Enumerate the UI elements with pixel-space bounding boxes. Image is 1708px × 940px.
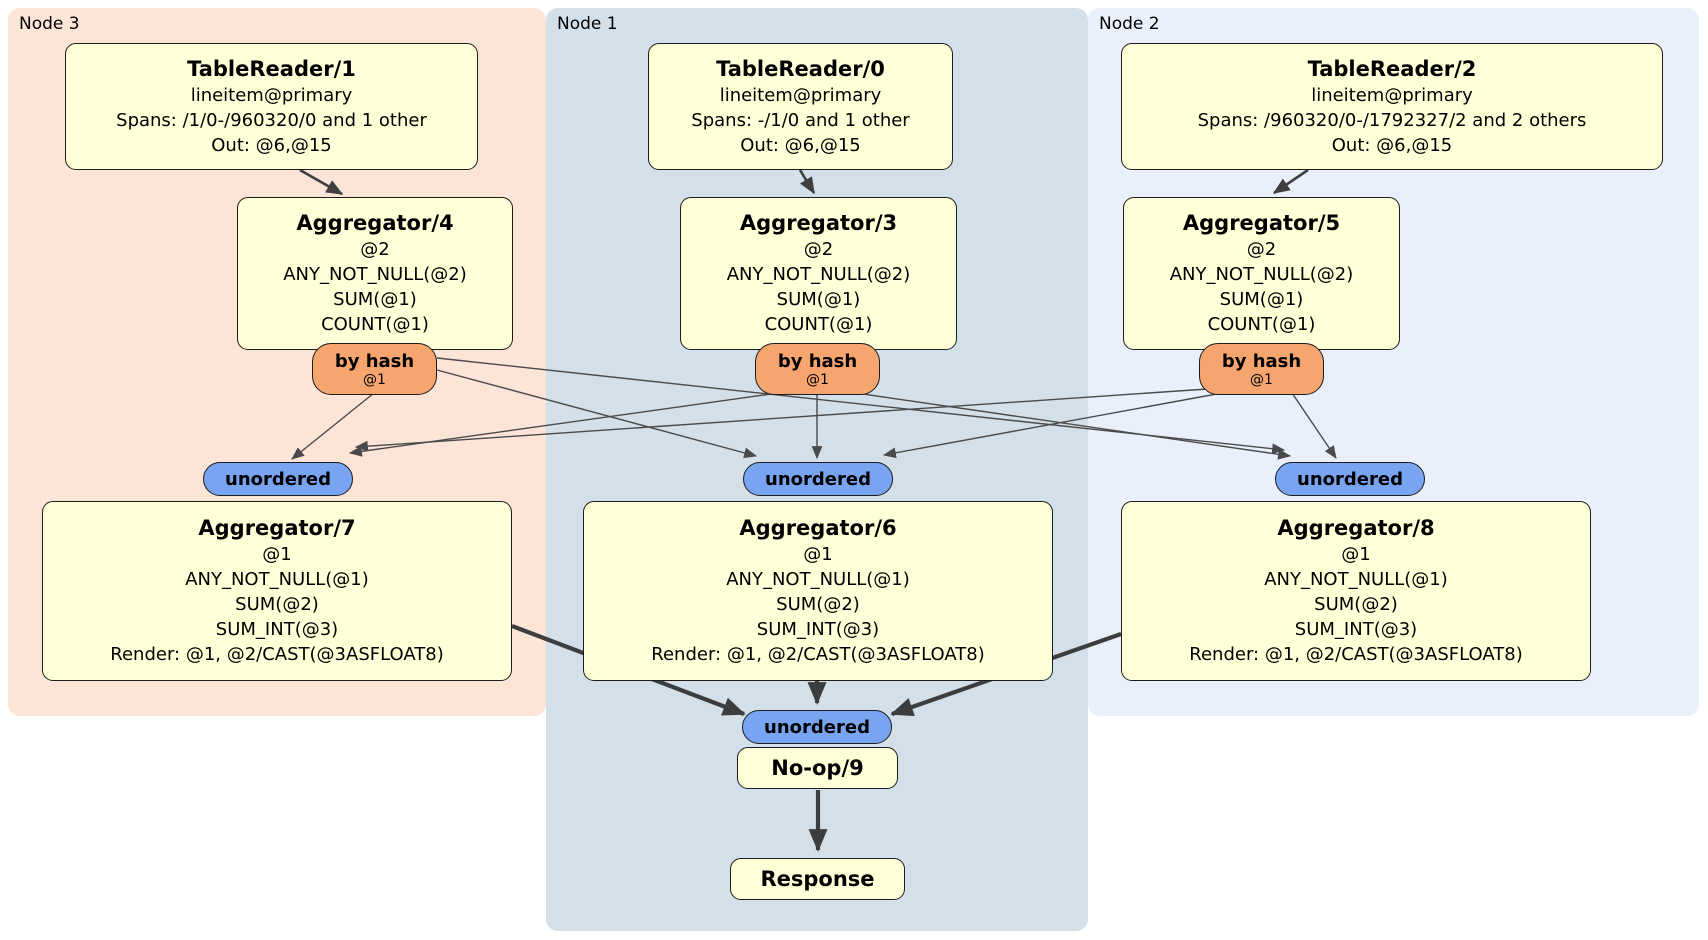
router-columns: @1 [1250, 371, 1273, 388]
processor-title: No-op/9 [771, 755, 864, 780]
processor-agg-fn: SUM(@2) [776, 594, 860, 615]
processor-title: TableReader/0 [716, 56, 885, 81]
processor-title: Aggregator/6 [739, 516, 897, 540]
processor-agg-fn: SUM(@2) [1314, 594, 1398, 615]
processor-agg-fn: ANY_NOT_NULL(@2) [1169, 264, 1354, 285]
processor-group-cols: @1 [262, 544, 292, 565]
sync-unordered-node1: unordered [743, 462, 893, 496]
processor-group-cols: @2 [803, 239, 834, 260]
processor-group-cols: @1 [803, 544, 833, 565]
router-label: by hash [777, 350, 858, 372]
processor-agg-fn: SUM(@1) [776, 289, 861, 310]
router-label: by hash [1221, 350, 1302, 372]
processor-spans: Spans: /960320/0-/1792327/2 and 2 others [1197, 109, 1587, 131]
processor-aggregator-7: Aggregator/7 @1 ANY_NOT_NULL(@1) SUM(@2)… [42, 501, 512, 681]
sync-unordered-final: unordered [742, 710, 892, 744]
processor-out: Out: @6,@15 [211, 134, 332, 156]
processor-agg-fn: COUNT(@1) [764, 314, 873, 335]
processor-agg-fn: ANY_NOT_NULL(@2) [726, 264, 911, 285]
region-label-node-3: Node 3 [19, 14, 80, 34]
processor-aggregator-4: Aggregator/4 @2 ANY_NOT_NULL(@2) SUM(@1)… [237, 197, 513, 350]
processor-spans: Spans: -/1/0 and 1 other [691, 109, 910, 131]
processor-spans: Spans: /1/0-/960320/0 and 1 other [116, 109, 427, 131]
processor-tablereader-1: TableReader/1 lineitem@primary Spans: /1… [65, 43, 478, 170]
processor-agg-fn: ANY_NOT_NULL(@1) [1264, 569, 1448, 590]
processor-agg-fn: COUNT(@1) [1207, 314, 1316, 335]
processor-agg-fn: ANY_NOT_NULL(@1) [726, 569, 910, 590]
processor-render: Render: @1, @2/CAST(@3ASFLOAT8) [651, 644, 985, 665]
edges-tablereader-to-aggregator [299, 168, 1309, 196]
router-by-hash-node2: by hash @1 [1199, 343, 1324, 395]
router-label: by hash [334, 350, 415, 372]
processor-agg-fn: SUM(@1) [333, 289, 417, 310]
sync-label: unordered [765, 468, 871, 490]
router-by-hash-node3: by hash @1 [312, 343, 437, 395]
processor-agg-fn: ANY_NOT_NULL(@2) [283, 264, 467, 285]
processor-tablereader-2: TableReader/2 lineitem@primary Spans: /9… [1121, 43, 1663, 170]
router-columns: @1 [363, 371, 386, 388]
processor-render: Render: @1, @2/CAST(@3ASFLOAT8) [1189, 644, 1523, 665]
processor-render: Render: @1, @2/CAST(@3ASFLOAT8) [110, 644, 444, 665]
processor-agg-fn: COUNT(@1) [321, 314, 429, 335]
router-by-hash-node1: by hash @1 [755, 343, 880, 395]
processor-title: Aggregator/4 [296, 211, 454, 235]
processor-agg-fn: SUM(@2) [235, 594, 319, 615]
processor-agg-fn: SUM_INT(@3) [1294, 619, 1418, 640]
processor-agg-fn: SUM(@1) [1219, 289, 1304, 310]
processor-response: Response [730, 858, 905, 900]
processor-aggregator-3: Aggregator/3 @2 ANY_NOT_NULL(@2) SUM(@1)… [680, 197, 957, 350]
processor-title: TableReader/1 [187, 56, 356, 81]
processor-agg-fn: ANY_NOT_NULL(@1) [185, 569, 369, 590]
processor-group-cols: @1 [1341, 544, 1371, 565]
processor-tablereader-0: TableReader/0 lineitem@primary Spans: -/… [648, 43, 953, 170]
sync-unordered-node2: unordered [1275, 462, 1425, 496]
sync-label: unordered [1297, 468, 1403, 490]
processor-title: Aggregator/5 [1182, 211, 1341, 235]
processor-index: lineitem@primary [719, 84, 882, 106]
processor-noop-9: No-op/9 [737, 747, 898, 789]
processor-title: Response [760, 866, 875, 891]
sync-label: unordered [764, 716, 870, 738]
region-label-node-2: Node 2 [1099, 14, 1160, 34]
processor-group-cols: @2 [360, 239, 390, 260]
edges-hash-router-to-sync [291, 357, 1337, 460]
processor-agg-fn: SUM_INT(@3) [756, 619, 880, 640]
region-label-node-1: Node 1 [557, 14, 618, 34]
processor-out: Out: @6,@15 [1331, 134, 1453, 156]
sync-label: unordered [225, 468, 331, 490]
processor-agg-fn: SUM_INT(@3) [215, 619, 339, 640]
router-columns: @1 [806, 371, 829, 388]
processor-out: Out: @6,@15 [740, 134, 861, 156]
processor-aggregator-6: Aggregator/6 @1 ANY_NOT_NULL(@1) SUM(@2)… [583, 501, 1053, 681]
processor-index: lineitem@primary [1311, 84, 1473, 106]
processor-title: Aggregator/8 [1277, 516, 1435, 540]
processor-title: Aggregator/7 [198, 516, 356, 540]
processor-aggregator-8: Aggregator/8 @1 ANY_NOT_NULL(@1) SUM(@2)… [1121, 501, 1591, 681]
processor-title: Aggregator/3 [739, 211, 898, 235]
processor-index: lineitem@primary [190, 84, 353, 106]
processor-group-cols: @2 [1246, 239, 1277, 260]
processor-aggregator-5: Aggregator/5 @2 ANY_NOT_NULL(@2) SUM(@1)… [1123, 197, 1400, 350]
sync-unordered-node3: unordered [203, 462, 353, 496]
processor-title: TableReader/2 [1307, 56, 1477, 81]
